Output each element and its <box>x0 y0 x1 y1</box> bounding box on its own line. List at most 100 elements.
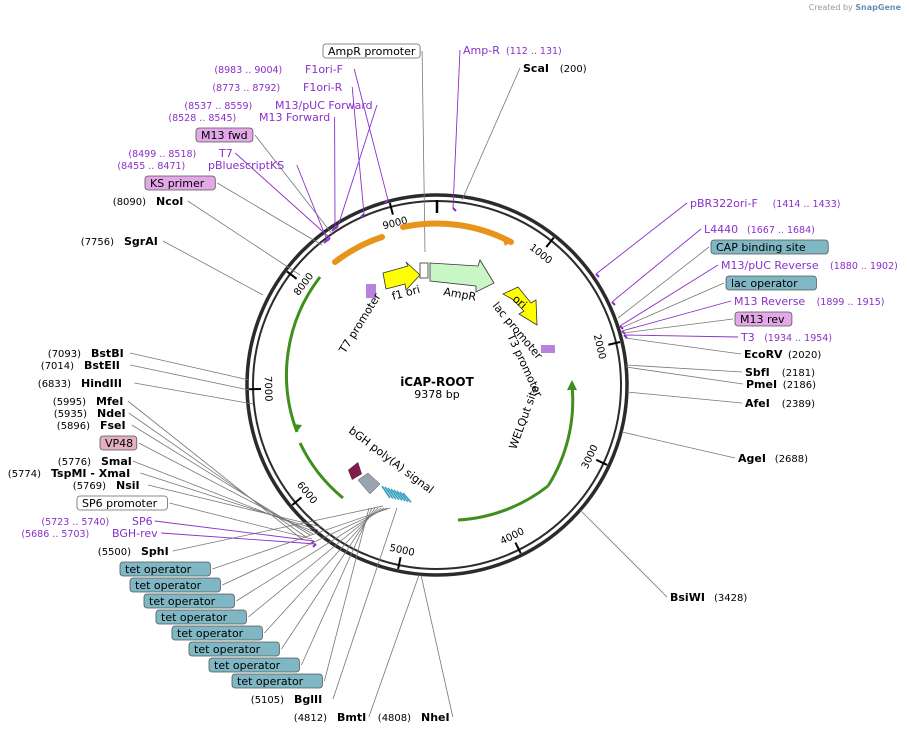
green-arrowhead-1 <box>293 424 302 432</box>
site-position: (7756) <box>81 237 114 248</box>
tick-mark <box>545 237 555 248</box>
site-name: SmaI <box>101 455 132 468</box>
feature-box-label: lac operator <box>725 275 817 291</box>
feature-box <box>155 609 247 625</box>
site-position: (2186) <box>783 380 816 391</box>
tet-operator-mark <box>387 487 397 500</box>
primer-annotation: M13 Forward (8528 .. 8545) <box>168 111 330 124</box>
restriction-site: ScaI(200) <box>523 62 587 75</box>
feature-box <box>734 311 793 327</box>
primer-range: (1934 .. 1954) <box>764 333 832 344</box>
tick-mark <box>514 542 522 554</box>
site-name: NdeI <box>97 407 126 420</box>
primer-range: (8983 .. 9004) <box>214 65 282 76</box>
restriction-site: AgeI(2688) <box>738 452 808 465</box>
restriction-site: NdeI(5935) <box>54 407 126 420</box>
orange-arrowhead <box>502 237 511 246</box>
feature-box-label: M13 rev <box>734 311 793 327</box>
feature-box-text: tet operator <box>177 627 244 640</box>
restriction-site: NcoI(8090) <box>113 195 184 208</box>
ampr-label: AmpR <box>442 285 477 304</box>
feature-box-label: tet operator <box>143 593 235 609</box>
primer-annotation: pBluescriptKS(8455 .. 8471) <box>117 159 284 172</box>
tet-operator-mark <box>399 491 409 503</box>
primer-range: (1880 .. 1902) <box>830 261 898 272</box>
primer-name: M13/pUC Forward <box>275 99 373 112</box>
restriction-site: SbfI(2181) <box>745 366 815 379</box>
feature-box-text: AmpR promoter <box>328 45 416 58</box>
ori-feature <box>502 286 538 326</box>
primer-range: (8528 .. 8545) <box>168 113 236 124</box>
primer-leader <box>623 334 739 338</box>
primer-name: pBluescriptKS <box>208 159 284 172</box>
restriction-site: NheI (4808) <box>378 711 450 724</box>
feature-box <box>119 561 211 577</box>
site-leader <box>162 240 264 296</box>
restriction-site: MfeI(5995) <box>53 395 123 408</box>
primer-range: (8773 .. 8792) <box>212 83 280 94</box>
site-position: (5500) <box>98 547 131 558</box>
tick-label: 4000 <box>499 526 527 547</box>
primer-annotation: SP6(5723 .. 5740) <box>41 515 152 528</box>
primer-range: (5686 .. 5703) <box>21 529 89 540</box>
site-leader <box>140 472 319 531</box>
welqut-label: WELQut site <box>507 383 542 451</box>
primer-leader <box>337 104 378 227</box>
site-leader <box>172 505 384 552</box>
restriction-site: TspMI - XmaI(5774) <box>8 467 130 480</box>
backbone-outer <box>245 193 629 577</box>
primer-leader <box>611 228 702 303</box>
site-leader <box>579 509 668 598</box>
restriction-site: BstEII(7014) <box>41 359 120 372</box>
primer-leader <box>351 86 365 215</box>
primer-name: F1ori-R <box>303 81 343 94</box>
site-position: (5995) <box>53 397 86 408</box>
orange-arc-right <box>400 220 514 245</box>
tet-operator-mark <box>393 489 403 501</box>
tick-label: 6000 <box>294 480 319 507</box>
primer-range: (8499 .. 8518) <box>128 149 196 160</box>
feature-box <box>188 641 280 657</box>
primer-annotation: M13/pUC Forward (8537 .. 8559) <box>184 99 372 112</box>
primer-name: M13 Forward <box>259 111 330 124</box>
tet-operator-marks <box>381 485 412 503</box>
primer-leader <box>452 49 461 209</box>
site-position: (2688) <box>775 454 808 465</box>
primer-mark <box>323 239 328 244</box>
site-name: NheI <box>421 711 450 724</box>
feature-box-label: AmpR promoter <box>322 43 421 59</box>
tick-mark <box>397 556 402 570</box>
feature-box <box>208 657 300 673</box>
feature-leader <box>622 318 734 334</box>
primer-mark <box>621 330 626 335</box>
site-name: AfeI <box>745 397 770 410</box>
site-leader <box>621 431 736 459</box>
feature-box-text: tet operator <box>194 643 261 656</box>
primer-name: F1ori-F <box>305 63 343 76</box>
primer-name: M13 Reverse <box>734 295 805 308</box>
feature-leader <box>236 507 385 602</box>
f1ori-feature <box>382 261 421 291</box>
site-position: (4808) <box>378 713 411 724</box>
feature-leader <box>222 507 388 586</box>
tick-label: 7000 <box>262 376 274 402</box>
primer-annotation: BGH-rev(5686 .. 5703) <box>21 527 158 540</box>
primer-name: M13/pUC Reverse <box>721 259 819 272</box>
green-arc-bottom <box>457 484 549 522</box>
primer-mark <box>334 225 339 230</box>
feature-leader <box>169 502 313 540</box>
primer-range: (8537 .. 8559) <box>184 101 252 112</box>
restriction-site: FseI(5896) <box>57 419 126 432</box>
primer-mark <box>360 213 365 218</box>
restriction-site: BsiWI(3428) <box>670 591 747 604</box>
site-name: BglII <box>294 693 322 706</box>
feature-box-label: M13 fwd <box>195 127 254 143</box>
multiple-cloning-marks <box>541 345 555 353</box>
feature-leader <box>620 282 725 329</box>
tet-operator-mark <box>384 486 394 500</box>
primer-mark <box>331 227 336 232</box>
feature-box <box>99 435 138 451</box>
vp48-feature <box>348 462 362 480</box>
restriction-site: BmtI(4812) <box>294 711 366 724</box>
restriction-site: AfeI(2389) <box>745 397 815 410</box>
